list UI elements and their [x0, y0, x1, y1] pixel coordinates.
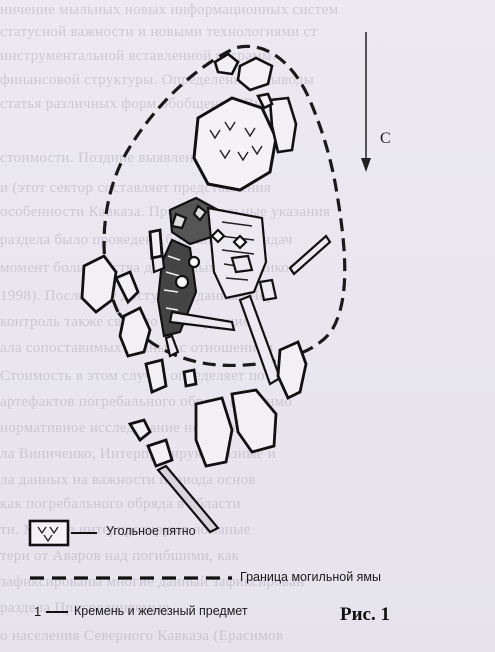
figure-caption: Рис. 1 — [340, 604, 390, 625]
charcoal-spot — [192, 96, 278, 192]
iron-item — [156, 464, 220, 534]
top-stones — [213, 52, 298, 154]
legend-charcoal-label: Угольное пятно — [106, 524, 196, 538]
outer-stones — [80, 228, 308, 468]
legend-symbols — [28, 519, 232, 613]
legend-flint-number: 1 — [34, 604, 42, 619]
pit-boundary — [102, 44, 347, 368]
legend-flint-label: Кремень и железный предмет — [74, 604, 248, 618]
north-arrow — [361, 32, 371, 172]
legend-pit-label: Граница могильной ямы — [240, 570, 381, 584]
north-label: С — [380, 130, 391, 147]
